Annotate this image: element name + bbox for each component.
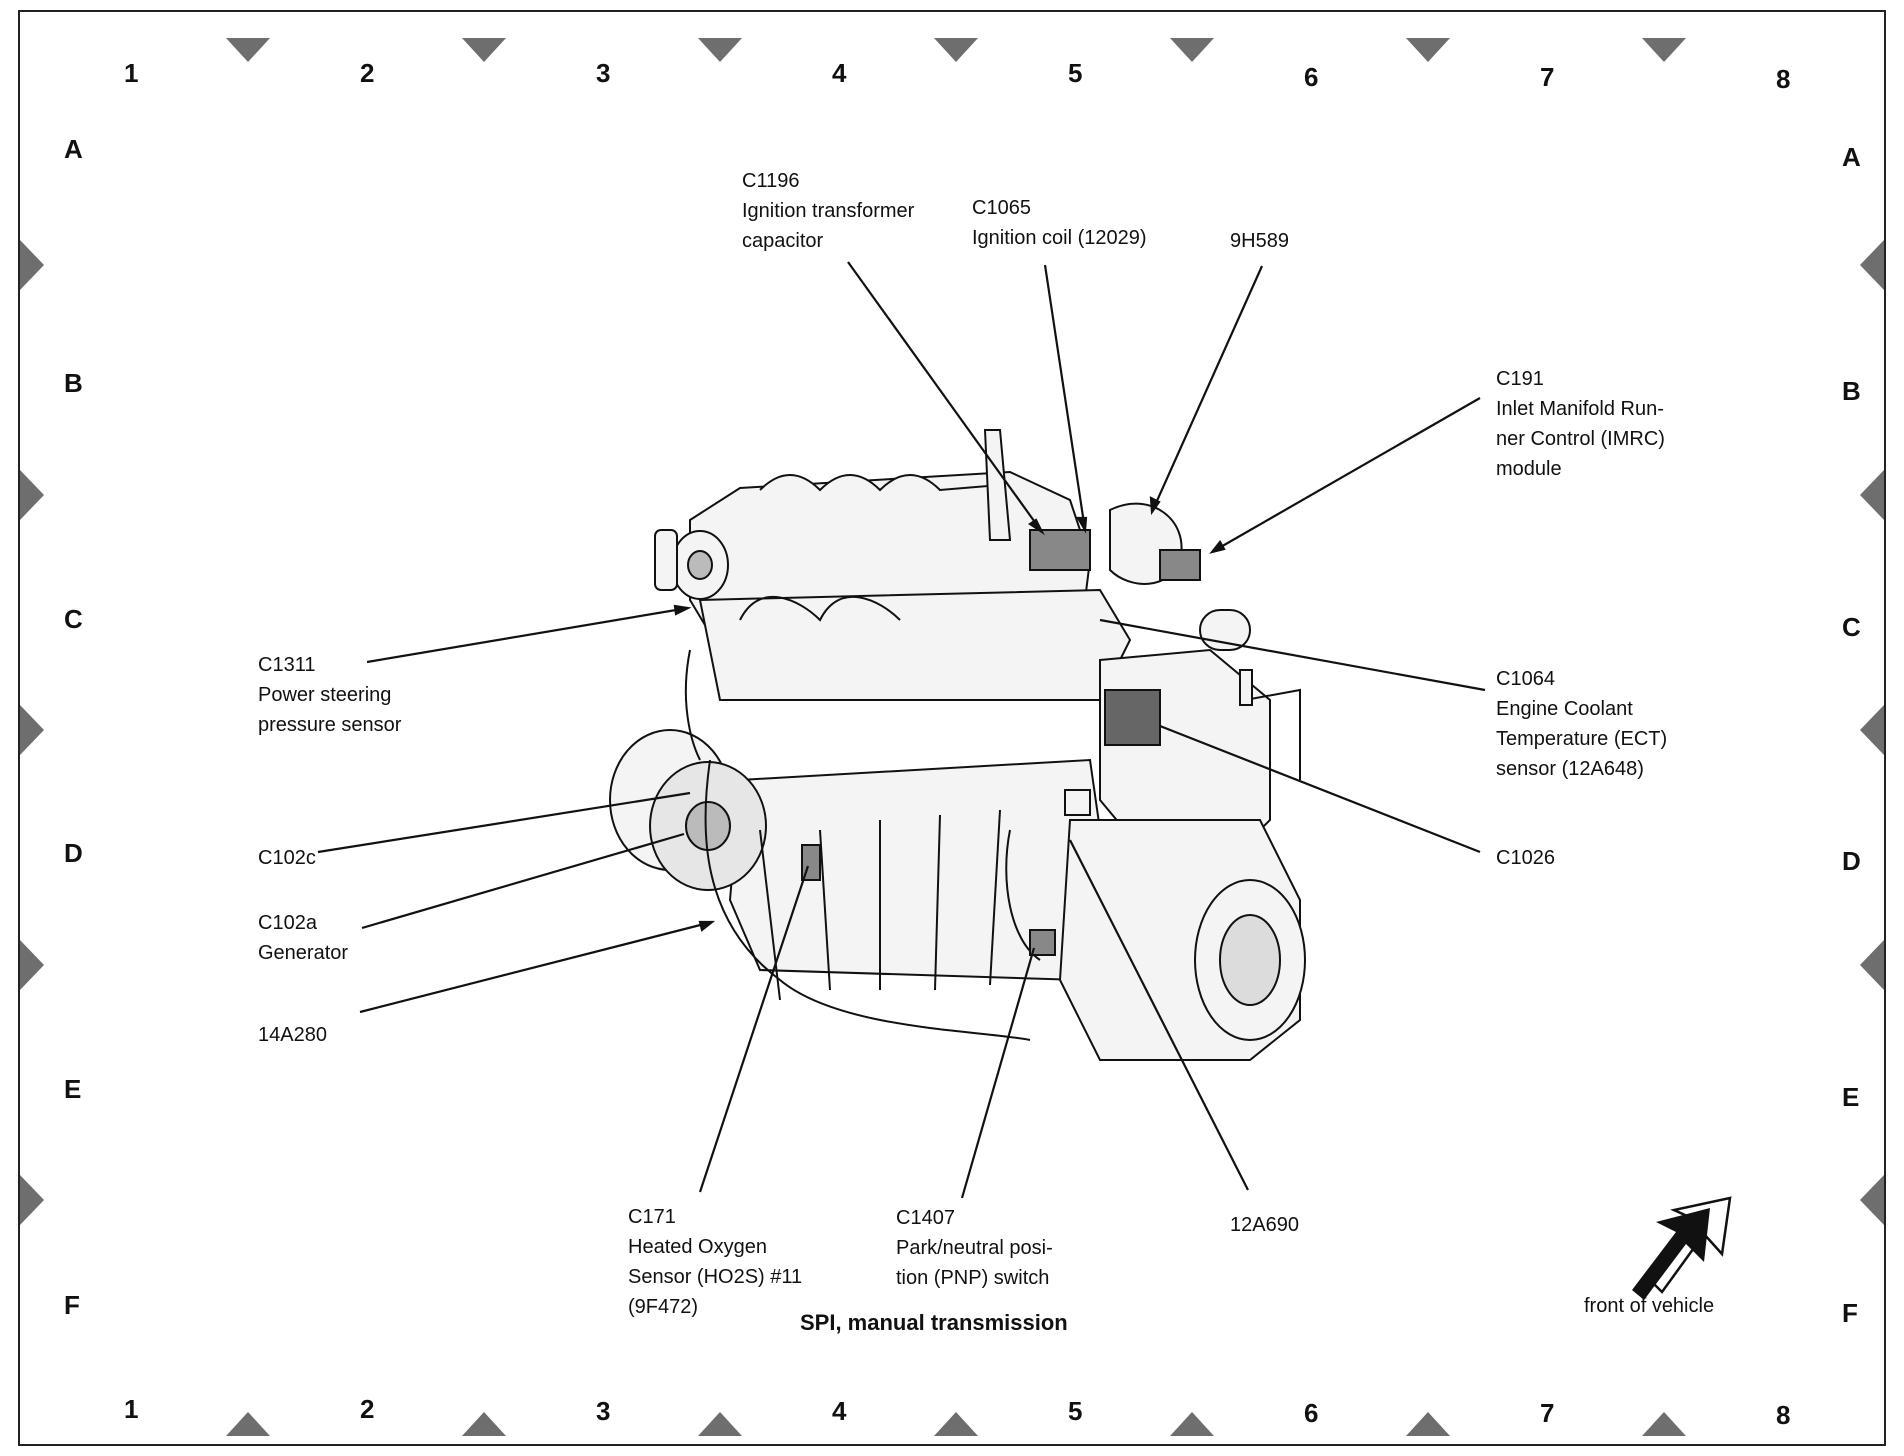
column-label-bottom-4: 4	[832, 1396, 847, 1426]
callout-c1026: C1026	[1496, 843, 1555, 873]
column-label-bottom-8: 8	[1776, 1400, 1791, 1430]
callout-c1026-code: C1026	[1496, 847, 1555, 869]
callout-c102a: C102a Generator	[258, 908, 348, 968]
column-label-top-6: 6	[1304, 62, 1319, 92]
row-label-right-b: B	[1842, 376, 1861, 406]
column-label-top-1: 1	[124, 58, 139, 88]
row-label-right-e: E	[1842, 1082, 1860, 1112]
callout-c191-desc-3: module	[1496, 458, 1562, 480]
callout-c102a-desc: Generator	[258, 942, 349, 964]
callout-c1311-desc-2: pressure sensor	[258, 714, 402, 736]
column-label-bottom-2: 2	[360, 1394, 375, 1424]
callout-c171-desc-2: Sensor (HO2S) #11	[628, 1266, 803, 1288]
callout-c1065-desc: Ignition coil (12029)	[972, 227, 1147, 249]
callout-c102c-code: C102c	[258, 847, 316, 869]
row-label-left-e: E	[64, 1074, 82, 1104]
callout-c171-code: C171	[628, 1206, 676, 1228]
callout-c1311-desc-1: Power steering	[258, 684, 392, 706]
callout-9h589-code: 9H589	[1230, 230, 1289, 252]
callout-c1311-code: C1311	[258, 654, 316, 676]
callout-c171-desc-1: Heated Oxygen	[628, 1236, 767, 1258]
callout-c171-desc-3: (9F472)	[628, 1296, 699, 1318]
callout-c1407-desc-1: Park/neutral posi-	[896, 1237, 1053, 1259]
callout-12a690: 12A690	[1230, 1210, 1299, 1240]
column-label-bottom-1: 1	[124, 1394, 139, 1424]
callout-c1064-desc-3: sensor (12A648)	[1496, 758, 1644, 780]
callout-c1407: C1407 Park/neutral posi- tion (PNP) swit…	[896, 1203, 1053, 1293]
column-label-top-7: 7	[1540, 62, 1555, 92]
column-label-bottom-6: 6	[1304, 1398, 1319, 1428]
callout-c1196-code: C1196	[742, 170, 800, 192]
diagram-caption: SPI, manual transmission	[800, 1310, 1068, 1335]
callout-c171: C171 Heated Oxygen Sensor (HO2S) #11 (9F…	[628, 1202, 802, 1322]
callout-14a280-code: 14A280	[258, 1024, 327, 1046]
leader-lines	[317, 261, 1486, 1199]
callout-c1064-desc-2: Temperature (ECT)	[1496, 728, 1668, 750]
row-label-left-d: D	[64, 838, 83, 868]
callout-c1064: C1064 Engine Coolant Temperature (ECT) s…	[1496, 664, 1667, 784]
column-label-top-5: 5	[1068, 58, 1083, 88]
column-label-top-4: 4	[832, 58, 847, 88]
column-label-top-8: 8	[1776, 64, 1791, 94]
front-of-vehicle-label: front of vehicle	[1584, 1295, 1715, 1317]
callout-14a280: 14A280	[258, 1020, 327, 1050]
callout-c1196-desc-1: Ignition transformer	[742, 200, 915, 222]
callout-c1064-code: C1064	[1496, 668, 1555, 690]
diagram-frame	[18, 10, 1886, 1446]
row-label-right-a: A	[1842, 142, 1861, 172]
callout-c1196-desc-2: capacitor	[742, 230, 824, 252]
callout-c102c: C102c	[258, 843, 316, 873]
column-label-bottom-7: 7	[1540, 1398, 1555, 1428]
column-label-bottom-3: 3	[596, 1396, 611, 1426]
row-label-left-b: B	[64, 368, 83, 398]
callout-12a690-code: 12A690	[1230, 1214, 1299, 1236]
callout-c102a-code: C102a	[258, 912, 317, 934]
column-label-top-2: 2	[360, 58, 375, 88]
front-of-vehicle-arrow-icon	[1632, 1196, 1732, 1300]
callout-c1407-desc-2: tion (PNP) switch	[896, 1267, 1050, 1289]
callout-c1407-code: C1407	[896, 1207, 955, 1229]
callout-c1065: C1065 Ignition coil (12029)	[972, 193, 1147, 253]
callout-9h589: 9H589	[1230, 226, 1289, 256]
callout-c191-desc-2: ner Control (IMRC)	[1496, 428, 1665, 450]
callout-c191-code: C191	[1496, 368, 1544, 390]
row-label-right-d: D	[1842, 846, 1861, 876]
callout-c191: C191 Inlet Manifold Run- ner Control (IM…	[1496, 364, 1665, 484]
row-label-left-c: C	[64, 604, 83, 634]
row-label-right-c: C	[1842, 612, 1861, 642]
callout-c1065-code: C1065	[972, 197, 1031, 219]
callout-c1064-desc-1: Engine Coolant	[1496, 698, 1633, 720]
engine-illustration	[609, 429, 1306, 1061]
row-label-right-f: F	[1842, 1298, 1858, 1328]
callout-c1196: C1196 Ignition transformer capacitor	[742, 166, 914, 256]
column-label-top-3: 3	[596, 58, 611, 88]
row-label-left-a: A	[64, 134, 83, 164]
callout-c1311: C1311 Power steering pressure sensor	[258, 650, 401, 740]
callout-c191-desc-1: Inlet Manifold Run-	[1496, 398, 1664, 420]
column-label-bottom-5: 5	[1068, 1396, 1083, 1426]
grid-border-markers	[20, 38, 1884, 1436]
row-label-left-f: F	[64, 1290, 80, 1320]
